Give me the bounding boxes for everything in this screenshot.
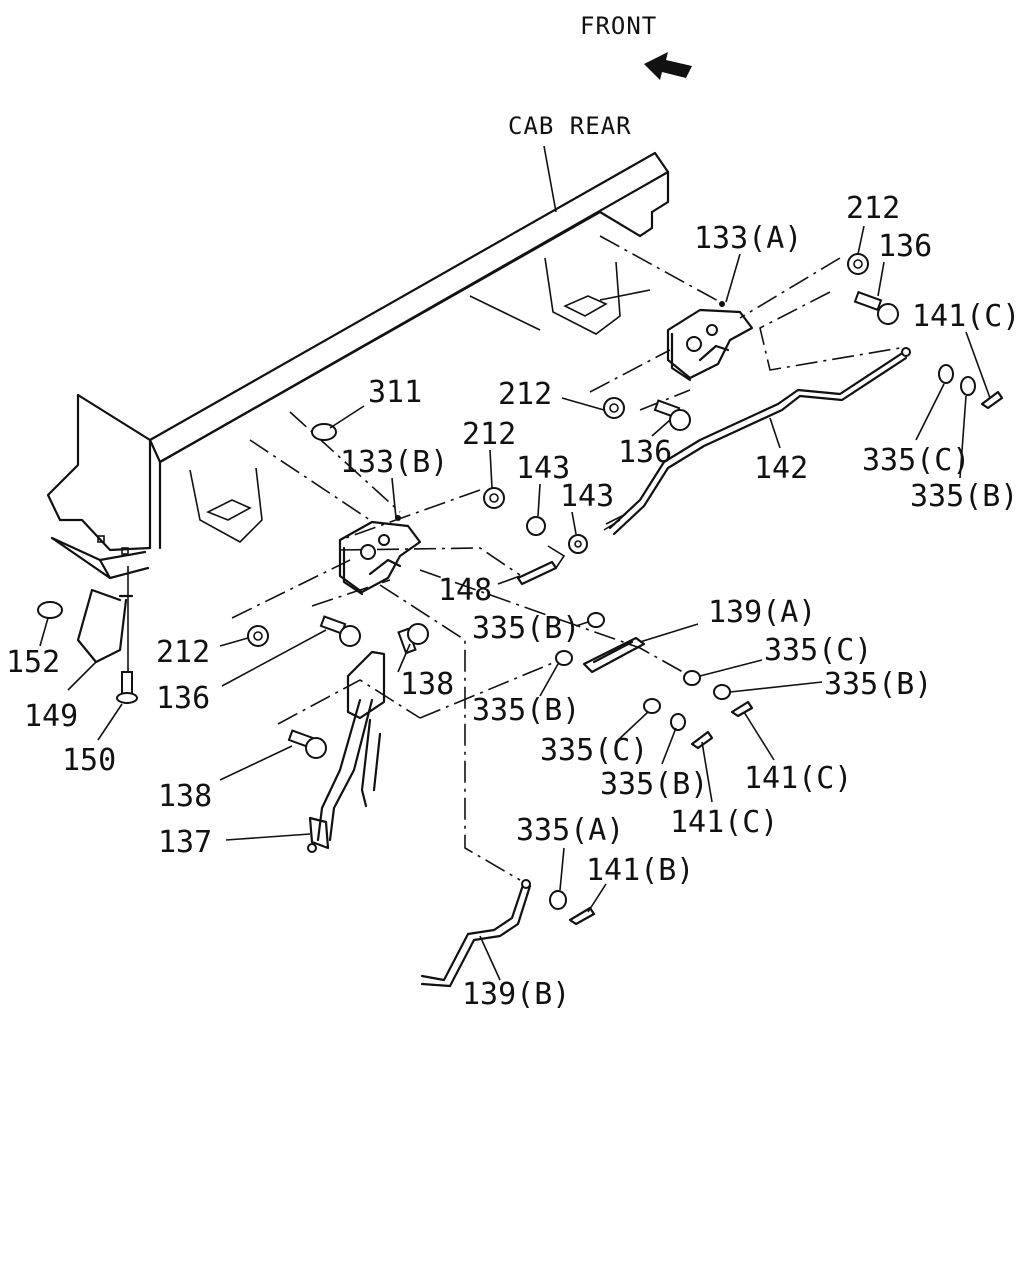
- callout-142: 142: [754, 451, 808, 486]
- washer-335c-a: [683, 670, 701, 686]
- callout-139b: 139(B): [462, 977, 570, 1012]
- callout-143-b: 143: [560, 479, 614, 514]
- callout-335b-top: 335(B): [910, 479, 1018, 514]
- callout-335c-a: 335(C): [764, 633, 872, 668]
- washer-335c-b: [643, 698, 661, 714]
- callout-149: 149: [24, 699, 78, 734]
- callout-136-mid: 136: [618, 435, 672, 470]
- callout-311: 311: [368, 375, 422, 410]
- callout-335c-b: 335(C): [540, 733, 648, 768]
- cab-rear-heading: CAB REAR: [508, 112, 632, 140]
- callout-139a: 139(A): [708, 595, 816, 630]
- clip-141c-top: [980, 390, 1004, 410]
- callout-148: 148: [438, 573, 492, 608]
- callout-138-a: 138: [400, 667, 454, 702]
- leader-lines: [39, 225, 991, 981]
- front-arrow-icon: [644, 52, 692, 80]
- clip-141b: [568, 906, 596, 926]
- washer-335b-d: [670, 713, 686, 731]
- cab-rear-crossmember: [148, 151, 670, 550]
- washer-335b-top: [960, 376, 976, 396]
- callout-212-mid: 212: [498, 377, 552, 412]
- callout-133b: 133(B): [340, 445, 448, 480]
- callout-141c-b: 141(C): [670, 805, 778, 840]
- callout-137: 137: [158, 825, 212, 860]
- washer-335b-a: [587, 612, 605, 628]
- callout-335b-c: 335(B): [472, 693, 580, 728]
- bolt-138-b: [287, 729, 327, 759]
- callout-141c-a: 141(C): [744, 761, 852, 796]
- callout-212-low: 212: [156, 635, 210, 670]
- hood-lock-133b: [338, 515, 422, 596]
- callout-212-top: 212: [846, 191, 900, 226]
- callout-150: 150: [62, 743, 116, 778]
- callout-143-a: 143: [516, 451, 570, 486]
- nut-212-left: [483, 487, 505, 509]
- bracket-148: [516, 545, 566, 586]
- rod-139b: [420, 879, 532, 988]
- grommet-152: [37, 601, 63, 619]
- nut-212-top: [847, 253, 869, 275]
- bolt-138-a: [397, 623, 429, 655]
- callout-138-b: 138: [158, 779, 212, 814]
- washer-335b-b: [713, 684, 731, 700]
- screw-150: [116, 671, 138, 704]
- washer-335c-top: [938, 364, 954, 384]
- callout-152: 152: [6, 645, 60, 680]
- callout-335b-b: 335(B): [824, 667, 932, 702]
- bolt-136-top: [853, 290, 899, 325]
- callout-212-left: 212: [462, 417, 516, 452]
- clip-141c-a: [730, 700, 754, 718]
- grab-handle-149: [76, 588, 134, 664]
- callout-335b-d: 335(B): [600, 767, 708, 802]
- nut-212-mid: [603, 397, 625, 419]
- callout-136-low: 136: [156, 681, 210, 716]
- cab-rear-leader: [543, 145, 557, 213]
- lever-137: [307, 650, 386, 853]
- alignment-lines: [231, 235, 901, 881]
- washer-335b-c: [555, 650, 573, 666]
- link-139a: [582, 636, 646, 674]
- bolt-136-mid: [653, 399, 691, 431]
- callout-335b-a: 335(B): [472, 611, 580, 646]
- callout-141c-top: 141(C): [912, 299, 1020, 334]
- nut-143-a: [526, 516, 546, 536]
- left-frame-bracket: [46, 393, 152, 580]
- callout-141b: 141(B): [586, 853, 694, 888]
- callout-133a: 133(A): [694, 221, 802, 256]
- front-heading: FRONT: [580, 12, 657, 40]
- clip-141c-b: [690, 730, 714, 750]
- callout-136-top: 136: [878, 229, 932, 264]
- callout-335c-top: 335(C): [862, 443, 970, 478]
- washer-335a: [549, 890, 567, 910]
- hood-lock-133a: [666, 301, 754, 382]
- bolt-136-low: [319, 615, 361, 647]
- callout-335a: 335(A): [516, 813, 624, 848]
- release-rod-142: [603, 347, 911, 536]
- nut-143-b: [568, 534, 588, 554]
- nut-212-low: [247, 625, 269, 647]
